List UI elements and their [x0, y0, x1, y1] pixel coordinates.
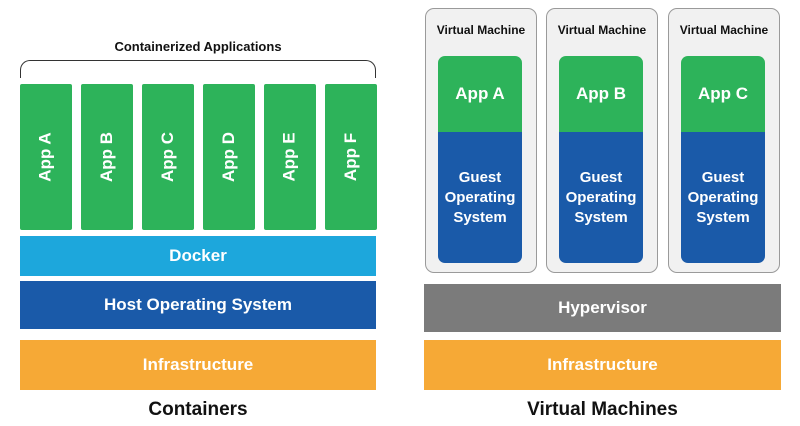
vm-label: Virtual Machine — [436, 23, 526, 37]
container-app-a: App A — [20, 84, 72, 230]
vm-guest-os: Guest Operating System — [681, 132, 765, 263]
vms-infrastructure-layer: Infrastructure — [424, 340, 781, 390]
vm-app: App C — [681, 56, 765, 132]
vm-guest-os: Guest Operating System — [559, 132, 643, 263]
containers-infrastructure-layer: Infrastructure — [20, 340, 376, 390]
vm-guest-os: Guest Operating System — [438, 132, 522, 263]
docker-layer: Docker — [20, 236, 376, 276]
hypervisor-layer: Hypervisor — [424, 284, 781, 332]
virtual-machine-2: Virtual Machine App B Guest Operating Sy… — [546, 8, 658, 273]
container-app-label: App E — [279, 132, 299, 182]
container-app-label: App C — [157, 131, 177, 183]
vm-label: Virtual Machine — [557, 23, 647, 37]
vm-label: Virtual Machine — [679, 23, 769, 37]
host-os-layer: Host Operating System — [20, 281, 376, 329]
container-app-label: App D — [218, 131, 238, 183]
container-app-b: App B — [81, 84, 133, 230]
container-app-c: App C — [142, 84, 194, 230]
container-app-label: App B — [96, 131, 116, 183]
virtual-machine-3: Virtual Machine App C Guest Operating Sy… — [668, 8, 780, 273]
containerized-applications-label: Containerized Applications — [114, 38, 282, 54]
applications-bracket — [20, 60, 376, 78]
container-app-e: App E — [264, 84, 316, 230]
container-app-label: App F — [341, 132, 360, 182]
containers-title: Containers — [148, 399, 248, 420]
vm-app: App B — [559, 56, 643, 132]
virtual-machines-title: Virtual Machines — [527, 399, 678, 420]
container-app-label: App A — [35, 132, 55, 182]
virtual-machine-1: Virtual Machine App A Guest Operating Sy… — [425, 8, 537, 273]
vm-app: App A — [438, 56, 522, 132]
container-app-d: App D — [203, 84, 255, 230]
container-app-f: App F — [325, 84, 377, 230]
